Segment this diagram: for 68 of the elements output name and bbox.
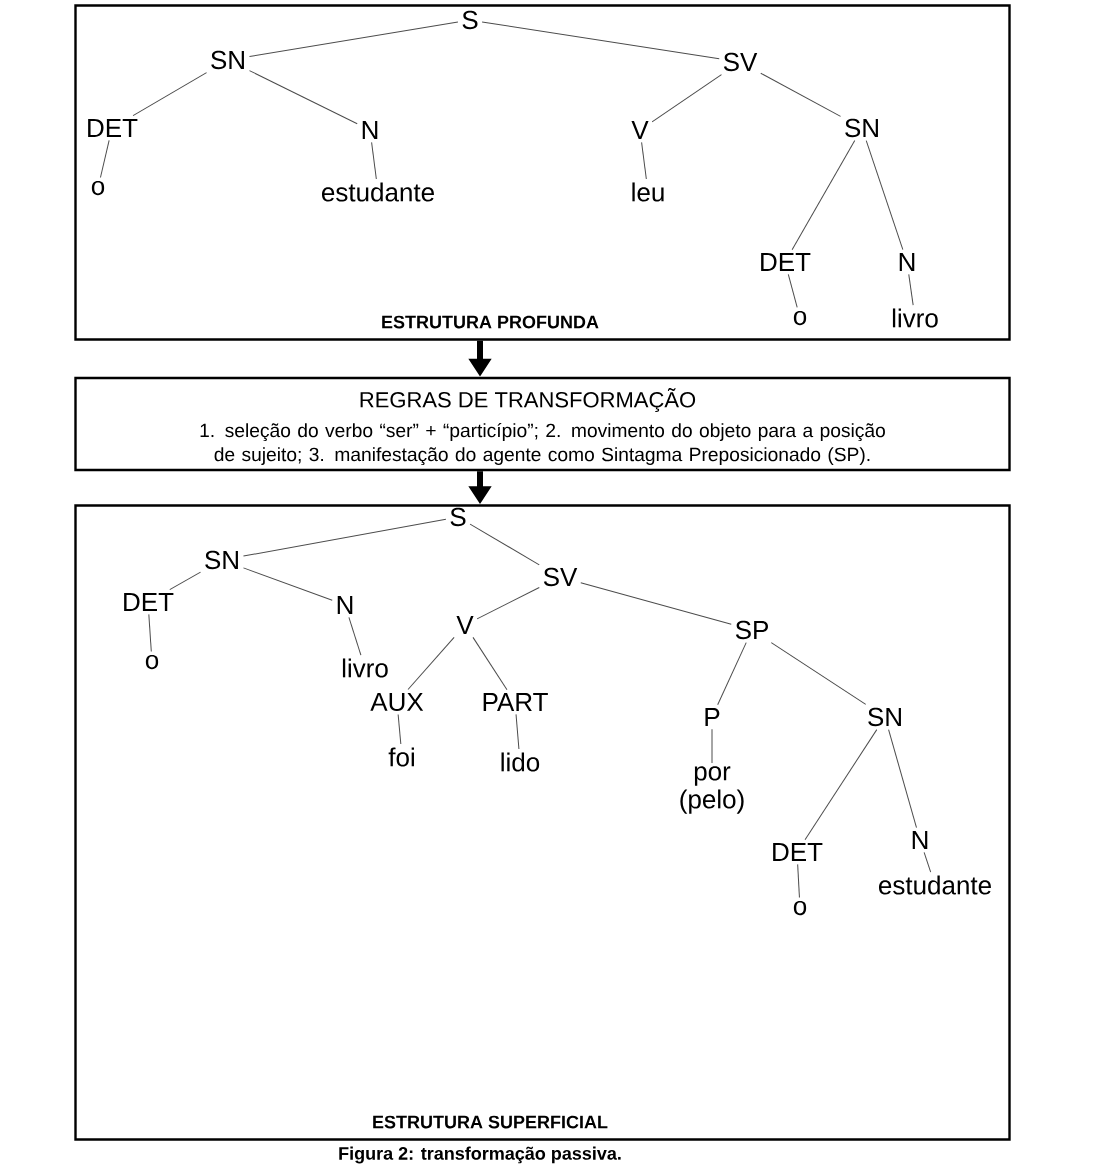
- tree-branch: [804, 729, 878, 841]
- tree-label: N: [899, 253, 915, 271]
- tree-branch: [797, 863, 800, 898]
- tree-branch: [760, 72, 842, 117]
- tree-branch: [651, 74, 722, 123]
- tree-label: estudante: [322, 182, 434, 202]
- tree-label: S: [450, 507, 466, 527]
- tree-branch: [923, 851, 932, 873]
- tree-label: SN: [205, 550, 238, 570]
- tree-label: DET: [761, 253, 811, 271]
- tree-branch: [472, 636, 508, 691]
- tree-branch: [407, 636, 455, 691]
- tree-branch: [248, 70, 358, 125]
- tree-label: N: [912, 831, 928, 849]
- tree-branch: [711, 728, 713, 764]
- tree-label: DET: [773, 843, 823, 861]
- tree-branch: [580, 582, 732, 625]
- tree-label: SN: [868, 707, 901, 727]
- tree-label: estudante: [879, 875, 991, 895]
- tree-label: leu: [632, 182, 664, 202]
- tree-label: foi: [388, 747, 414, 767]
- tree-label: livro: [892, 308, 938, 328]
- tree-branch: [515, 713, 520, 750]
- tree-branch: [770, 642, 867, 705]
- tree-branch: [888, 729, 917, 829]
- tree-branch: [169, 571, 202, 591]
- tree-branch: [348, 616, 362, 656]
- tree-branch: [242, 518, 447, 557]
- tree-label: AUX: [370, 692, 424, 712]
- tree-label: S: [462, 10, 478, 30]
- tree-label: SP: [735, 620, 768, 640]
- tree-branch: [132, 72, 208, 117]
- tree-label: o: [793, 900, 807, 916]
- tree-branch: [371, 141, 377, 180]
- tree-label: DET: [124, 593, 174, 611]
- tree-branch: [248, 21, 459, 57]
- rules-box: REGRAS DE TRANSFORMAÇÃO 1. seleção do verbo “ser” + “particípio”; 2. movimento do objeto para a posição de sujeito; 3. manifestação do agente como Sintagma Preposicionado (SP).: [74, 376, 1011, 472]
- tree-branch: [476, 587, 540, 620]
- tree-label: PART: [483, 693, 548, 711]
- tree-label: o: [145, 654, 159, 670]
- tree-branch: [865, 140, 904, 251]
- tree-label: SV: [723, 52, 758, 72]
- tree-branch: [148, 613, 152, 652]
- tree-branch: [99, 139, 110, 178]
- tree-branch: [717, 642, 747, 706]
- tree-label: por (pelo): [680, 766, 744, 814]
- tree-branch: [242, 567, 333, 601]
- tree-label: SN: [845, 118, 878, 138]
- tree-label: SN: [211, 50, 244, 70]
- tree-branch: [791, 140, 856, 251]
- tree-label: V: [456, 616, 474, 634]
- tree-label: N: [362, 121, 378, 139]
- tree-branch: [397, 714, 402, 745]
- tree-label: o: [793, 310, 807, 326]
- caption: Figura 2: transformação passiva.: [339, 1146, 621, 1164]
- tree-branch: [469, 523, 540, 566]
- tree-label: livro: [342, 658, 388, 678]
- tree-branch: [641, 141, 647, 180]
- tree-branch: [481, 21, 720, 60]
- tree-label: DET: [88, 119, 138, 137]
- tree-label: N: [337, 596, 353, 614]
- tree-label: o: [91, 180, 105, 196]
- tree-branch: [787, 273, 798, 308]
- tree-label: lido: [501, 752, 540, 772]
- tree-label: V: [631, 121, 649, 139]
- tree-label: P: [705, 708, 720, 726]
- tree-label: SV: [543, 567, 578, 587]
- tree-branch: [908, 273, 914, 306]
